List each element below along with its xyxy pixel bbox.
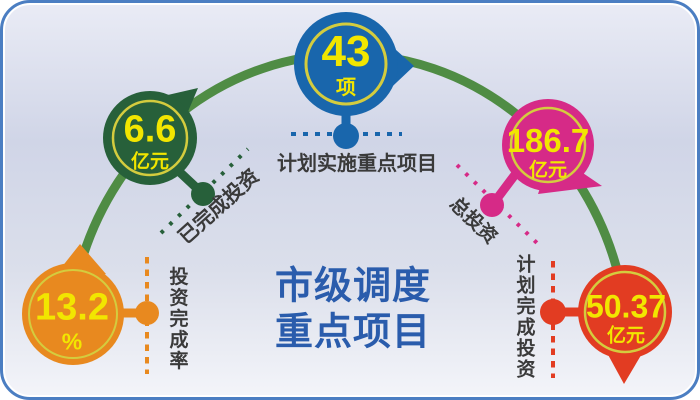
page-title-line2: 重点项目 bbox=[274, 311, 432, 353]
pink-balloon bbox=[502, 99, 594, 191]
total-value-block: 186.7 亿元 bbox=[507, 124, 590, 180]
total-value: 186.7 bbox=[506, 122, 590, 159]
completed-value: 6.6 bbox=[123, 108, 177, 151]
planned-value: 50.37 bbox=[585, 288, 667, 325]
completed-unit: 亿元 bbox=[130, 151, 170, 173]
green-balloon-ring bbox=[111, 99, 189, 177]
planned-value-block: 50.37 亿元 bbox=[586, 291, 666, 346]
rate-value: 13.2 bbox=[35, 286, 109, 329]
red-balloon bbox=[578, 265, 672, 359]
completed-value-block: 6.6 亿元 bbox=[124, 111, 177, 172]
green-connector-dot bbox=[191, 182, 215, 206]
planned-unit: 亿元 bbox=[606, 325, 646, 347]
rate-unit: % bbox=[61, 328, 83, 355]
projects-unit: 项 bbox=[335, 77, 356, 99]
orange-connector-dot bbox=[135, 301, 159, 325]
pink-connector-dot bbox=[480, 193, 504, 217]
page-title-line1: 市级调度 bbox=[274, 265, 432, 308]
projects-value-block: 43 项 bbox=[321, 27, 371, 99]
orange-balloon-ring bbox=[28, 269, 118, 359]
red-balloon-ring bbox=[583, 270, 667, 354]
red-connector-dot bbox=[540, 299, 566, 325]
planned-label: 计划完成投资 bbox=[513, 254, 535, 380]
orange-balloon bbox=[22, 263, 124, 365]
green-balloon bbox=[103, 91, 197, 185]
projects-value: 43 bbox=[321, 27, 371, 76]
page-title: 市级调度 重点项目 bbox=[275, 264, 431, 355]
blue-balloon-ring bbox=[304, 22, 388, 106]
blue-balloon bbox=[294, 12, 398, 116]
total-unit: 亿元 bbox=[528, 160, 567, 181]
projects-label: 计划实施重点项目 bbox=[277, 153, 437, 175]
rate-value-block: 13.2 % bbox=[35, 289, 109, 354]
rate-label: 投资完成率 bbox=[166, 266, 188, 372]
pink-balloon-ring bbox=[509, 106, 587, 184]
blue-connector-dot bbox=[333, 123, 359, 149]
